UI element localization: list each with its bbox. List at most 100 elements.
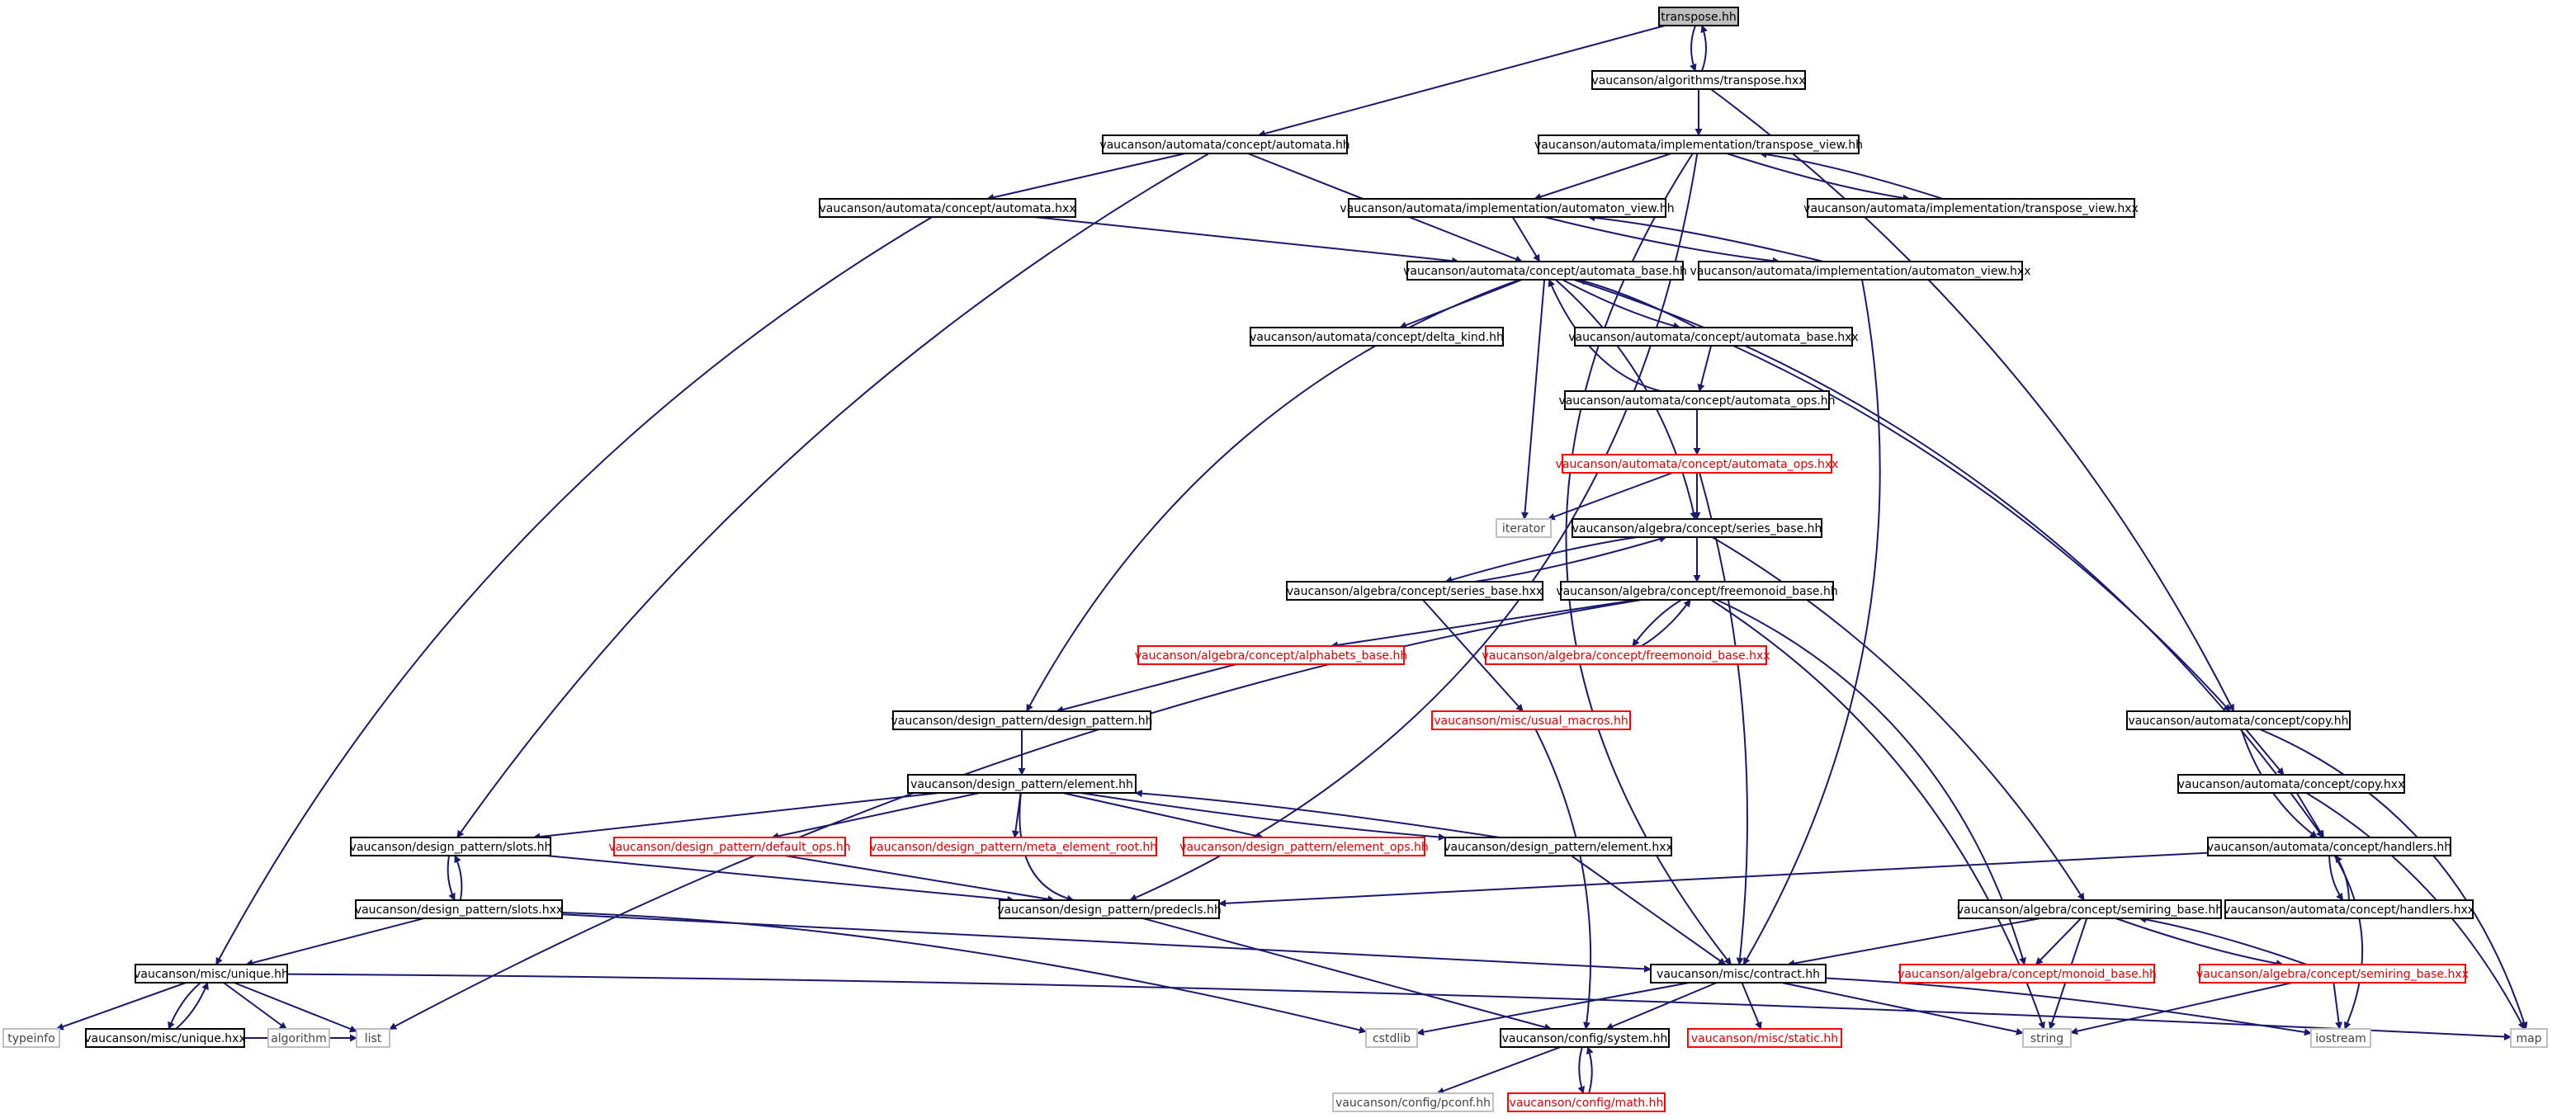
node-series-base-hxx[interactable]: vaucanson/algebra/concept/series_base.hx… bbox=[1286, 581, 1543, 601]
edge-alg-transpose-hxx-to-copy-hh bbox=[1710, 88, 2235, 712]
node-label: cstdlib bbox=[1373, 1032, 1411, 1045]
node-box bbox=[892, 710, 1151, 730]
node-copy-hh[interactable]: vaucanson/automata/concept/copy.hh bbox=[2126, 710, 2351, 730]
node-automata-hh[interactable]: vaucanson/automata/concept/automata.hh bbox=[1099, 134, 1350, 154]
edge-handlers-hh-to-handlers-hxx bbox=[2328, 855, 2344, 901]
node-box bbox=[1507, 1092, 1666, 1112]
node-handlers-hh[interactable]: vaucanson/automata/concept/handlers.hh bbox=[2207, 837, 2451, 856]
edge-automata-ops-hh-to-automata-base-hh bbox=[1548, 279, 1661, 392]
edge-element-hh-to-element-ops-hh bbox=[1062, 792, 1264, 840]
node-series-base-hh[interactable]: vaucanson/algebra/concept/series_base.hh bbox=[1572, 518, 1822, 538]
node-transpose-hh[interactable]: transpose.hh bbox=[1658, 7, 1739, 26]
edge-copy-hxx-to-handlers-hh bbox=[2295, 792, 2325, 838]
node-automata-ops-hh[interactable]: vaucanson/automata/concept/automata_ops.… bbox=[1558, 390, 1836, 410]
node-automata-hxx[interactable]: vaucanson/automata/concept/automata.hxx bbox=[819, 198, 1076, 218]
node-meta-element-root-hh[interactable]: vaucanson/design_pattern/meta_element_ro… bbox=[870, 837, 1157, 856]
node-copy-hxx[interactable]: vaucanson/automata/concept/copy.hxx bbox=[2177, 774, 2405, 794]
node-label: vaucanson/automata/concept/automata_base… bbox=[1403, 265, 1687, 278]
edge-slots-hh-to-slots-hxx bbox=[447, 855, 456, 901]
node-box bbox=[1574, 327, 1853, 347]
edge-automata-hh-to-automata-hxx bbox=[986, 153, 1186, 201]
node-element-hxx[interactable]: vaucanson/design_pattern/element.hxx bbox=[1444, 837, 1673, 856]
edge-copy-hxx-to-map bbox=[2305, 792, 2526, 1030]
node-box bbox=[999, 899, 1220, 919]
node-map: map bbox=[2510, 1028, 2548, 1048]
edge-handlers-hh-to-predecls-hh bbox=[1218, 851, 2209, 908]
node-label: vaucanson/automata/concept/automata_ops.… bbox=[1556, 458, 1839, 471]
node-box bbox=[2310, 1028, 2371, 1048]
node-box bbox=[1496, 518, 1552, 538]
node-box bbox=[613, 837, 846, 856]
node-label: vaucanson/automata/concept/copy.hxx bbox=[2178, 778, 2405, 791]
node-label: vaucanson/config/pconf.hh bbox=[1335, 1097, 1491, 1110]
node-box bbox=[2224, 899, 2474, 919]
edge-element-hxx-to-element-hh bbox=[1134, 790, 1500, 838]
node-semiring-base-hh[interactable]: vaucanson/algebra/concept/semiring_base.… bbox=[1957, 899, 2223, 919]
edge-element-hh-to-predecls-hh bbox=[1019, 792, 1075, 903]
node-freemonoid-base-hxx[interactable]: vaucanson/algebra/concept/freemonoid_bas… bbox=[1482, 645, 1770, 665]
node-label: vaucanson/algebra/concept/freemonoid_bas… bbox=[1482, 649, 1770, 663]
node-box bbox=[1538, 134, 1860, 154]
node-typeinfo: typeinfo bbox=[2, 1028, 60, 1048]
node-alphabets-base-hh[interactable]: vaucanson/algebra/concept/alphabets_base… bbox=[1135, 645, 1407, 665]
node-box bbox=[1572, 518, 1822, 538]
edge-element-hh-to-default-ops-hh bbox=[771, 792, 981, 840]
node-static-hh[interactable]: vaucanson/misc/static.hh bbox=[1687, 1028, 1842, 1048]
node-label: vaucanson/automata/implementation/automa… bbox=[1690, 265, 2031, 278]
node-alg-transpose-hxx[interactable]: vaucanson/algorithms/transpose.hxx bbox=[1591, 70, 1806, 90]
node-box bbox=[1564, 390, 1830, 410]
node-label: vaucanson/algebra/concept/series_base.hh bbox=[1572, 522, 1822, 535]
node-automata-base-hh[interactable]: vaucanson/automata/concept/automata_base… bbox=[1403, 261, 1687, 281]
node-slots-hh[interactable]: vaucanson/design_pattern/slots.hh bbox=[350, 837, 552, 856]
node-element-ops-hh[interactable]: vaucanson/design_pattern/element_ops.hh bbox=[1179, 837, 1429, 856]
node-label: vaucanson/misc/unique.hh bbox=[134, 968, 289, 981]
node-box bbox=[2126, 710, 2351, 730]
node-usual-macros-hh[interactable]: vaucanson/misc/usual_macros.hh bbox=[1431, 710, 1631, 730]
edge-freemonoid-base-hh-to-list bbox=[389, 599, 1642, 1031]
node-contract-hh[interactable]: vaucanson/misc/contract.hh bbox=[1650, 964, 1827, 984]
node-transpose-view-hxx[interactable]: vaucanson/automata/implementation/transp… bbox=[1803, 198, 2139, 218]
node-box bbox=[267, 1028, 330, 1048]
edge-semiring-base-hh-to-contract-hh bbox=[1787, 918, 2041, 967]
edge-semiring-base-hxx-to-semiring-base-hh bbox=[2139, 916, 2308, 965]
node-box bbox=[1500, 1028, 1670, 1048]
node-automaton-view-hxx[interactable]: vaucanson/automata/implementation/automa… bbox=[1690, 261, 2031, 281]
node-unique-hh[interactable]: vaucanson/misc/unique.hh bbox=[134, 964, 289, 984]
node-freemonoid-base-hh[interactable]: vaucanson/algebra/concept/freemonoid_bas… bbox=[1556, 581, 1838, 601]
node-label: vaucanson/automata/concept/automata_ops.… bbox=[1558, 394, 1835, 408]
node-label: algorithm bbox=[271, 1032, 327, 1045]
edge-automata-base-hxx-to-automata-ops-hh bbox=[1697, 345, 1713, 392]
node-default-ops-hh[interactable]: vaucanson/design_pattern/default_ops.hh bbox=[608, 837, 851, 856]
node-box bbox=[1698, 261, 2023, 281]
edge-system-hh-to-pconf-hh bbox=[1436, 1046, 1562, 1095]
node-slots-hxx[interactable]: vaucanson/design_pattern/slots.hxx bbox=[355, 899, 563, 919]
node-box bbox=[2207, 837, 2451, 856]
node-unique-hxx[interactable]: vaucanson/misc/unique.hxx bbox=[84, 1028, 246, 1048]
node-handlers-hxx[interactable]: vaucanson/automata/concept/handlers.hxx bbox=[2224, 899, 2474, 919]
edge-series-base-hh-to-series-base-hxx bbox=[1444, 536, 1638, 584]
node-math-hh[interactable]: vaucanson/config/math.hh bbox=[1507, 1092, 1666, 1112]
node-label: vaucanson/algebra/concept/semiring_base.… bbox=[1957, 903, 2223, 917]
node-predecls-hh[interactable]: vaucanson/design_pattern/predecls.hh bbox=[997, 899, 1222, 919]
node-monoid-base-hh[interactable]: vaucanson/algebra/concept/monoid_base.hh bbox=[1898, 964, 2157, 984]
node-automata-ops-hxx[interactable]: vaucanson/automata/concept/automata_ops.… bbox=[1556, 454, 1839, 474]
node-design-pattern-hh[interactable]: vaucanson/design_pattern/design_pattern.… bbox=[891, 710, 1153, 730]
edge-unique-hh-to-typeinfo bbox=[55, 982, 187, 1031]
node-automata-base-hxx[interactable]: vaucanson/automata/concept/automata_base… bbox=[1568, 327, 1859, 347]
node-box bbox=[1348, 198, 1666, 218]
edge-freemonoid-base-hxx-to-freemonoid-base-hh bbox=[1641, 599, 1691, 647]
node-system-hh[interactable]: vaucanson/config/system.hh bbox=[1500, 1028, 1670, 1048]
node-delta-kind-hh[interactable]: vaucanson/automata/concept/delta_kind.hh bbox=[1250, 327, 1504, 347]
node-automaton-view-hh[interactable]: vaucanson/automata/implementation/automa… bbox=[1340, 198, 1675, 218]
edge-automata-base-hh-to-iterator bbox=[1521, 279, 1546, 520]
node-label: vaucanson/design_pattern/element.hxx bbox=[1444, 841, 1673, 854]
node-box bbox=[1658, 7, 1739, 26]
node-label: vaucanson/automata/concept/automata.hh bbox=[1099, 139, 1349, 152]
node-box bbox=[355, 899, 563, 919]
node-box bbox=[1562, 454, 1832, 474]
node-semiring-base-hxx[interactable]: vaucanson/algebra/concept/semiring_base.… bbox=[2196, 964, 2469, 984]
edge-transpose-view-hh-to-automaton-view-hh bbox=[1534, 153, 1672, 200]
node-element-hh[interactable]: vaucanson/design_pattern/element.hh bbox=[907, 774, 1137, 794]
edge-unique-hh-to-algorithm bbox=[223, 982, 287, 1030]
node-transpose-view-hh[interactable]: vaucanson/automata/implementation/transp… bbox=[1534, 134, 1863, 154]
